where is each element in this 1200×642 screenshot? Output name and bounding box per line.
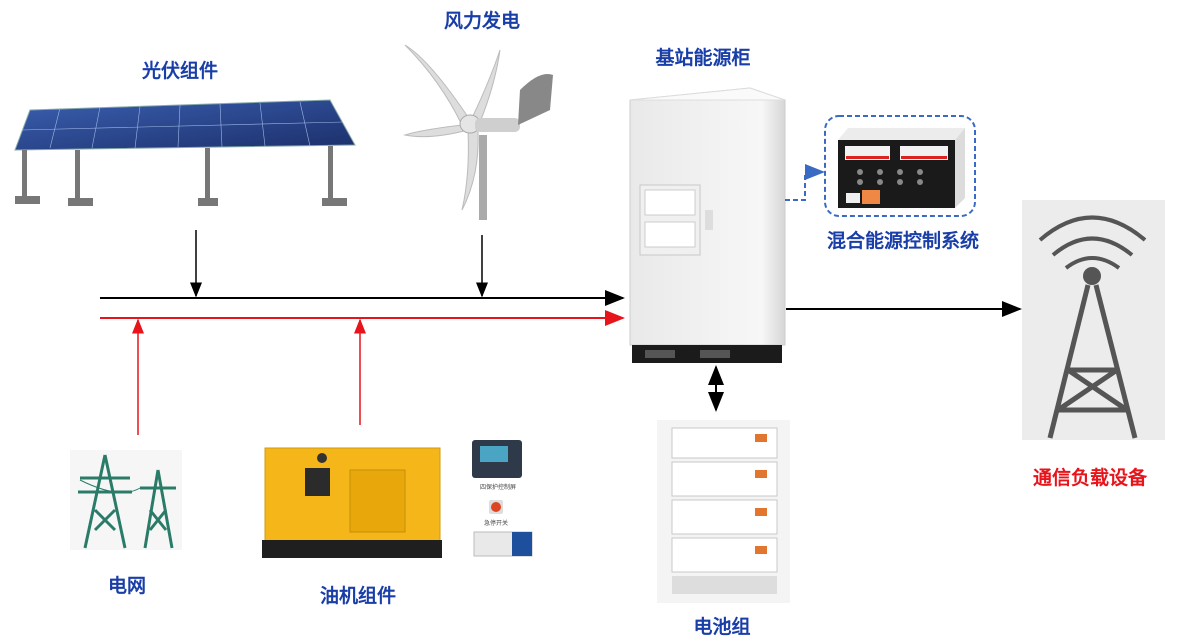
wind-turbine-image bbox=[403, 44, 553, 220]
genset-label: 油机组件 bbox=[319, 585, 397, 607]
battery-label: 电池组 bbox=[693, 616, 751, 638]
controller-rack-image bbox=[824, 115, 976, 217]
controller-panel-caption: 四保护控制屏 bbox=[479, 484, 517, 491]
diesel-generator-image bbox=[262, 440, 533, 558]
dashed-link-arrow bbox=[785, 164, 825, 201]
battery-bank-image bbox=[657, 420, 790, 603]
cabinet-label: 基站能源柜 bbox=[655, 47, 751, 69]
load-label: 通信负载设备 bbox=[1032, 467, 1148, 489]
grid-label: 电网 bbox=[107, 575, 147, 597]
controller-label: 混合能源控制系统 bbox=[826, 230, 980, 252]
estop-caption: 急停开关 bbox=[483, 520, 509, 527]
wind-label: 风力发电 bbox=[443, 10, 521, 32]
pv-label: 光伏组件 bbox=[141, 60, 219, 82]
power-grid-image bbox=[70, 450, 182, 550]
energy-cabinet-image bbox=[629, 87, 786, 363]
solar-panel-image bbox=[14, 99, 356, 206]
telecom-tower-image bbox=[1022, 200, 1165, 440]
